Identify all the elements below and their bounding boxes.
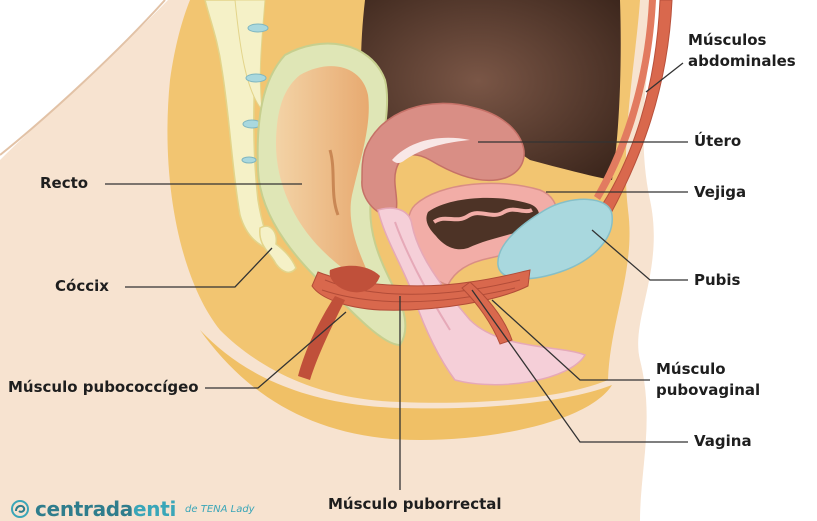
label-musculo-pubococcigeo: Músculo pubococcígeo — [8, 377, 199, 398]
brand-name: centradaenti — [35, 497, 176, 521]
label-musculos-line1: Músculos — [688, 30, 796, 51]
label-pubis: Pubis — [694, 270, 740, 291]
label-pubovaginal-line2: pubovaginal — [656, 380, 760, 401]
label-musculo-puborrectal: Músculo puborrectal — [328, 494, 502, 515]
label-utero: Útero — [694, 131, 741, 152]
label-recto: Recto — [40, 173, 88, 194]
label-coccix: Cóccix — [55, 276, 109, 297]
label-vagina: Vagina — [694, 431, 752, 452]
label-musculos-abdominales: Músculos abdominales — [688, 30, 796, 72]
brand-tagline: de TENA Lady — [185, 504, 255, 515]
label-musculo-line1: Músculo — [656, 359, 760, 380]
brand-name-part1: centrada — [35, 497, 133, 521]
swirl-logo-icon — [10, 499, 30, 519]
label-vejiga: Vejiga — [694, 182, 746, 203]
brand-logo: centradaenti de TENA Lady — [10, 497, 255, 521]
brand-name-part2: enti — [133, 497, 176, 521]
label-musculo-pubovaginal: Músculo pubovaginal — [656, 359, 760, 401]
label-abdominales-line2: abdominales — [688, 51, 796, 72]
